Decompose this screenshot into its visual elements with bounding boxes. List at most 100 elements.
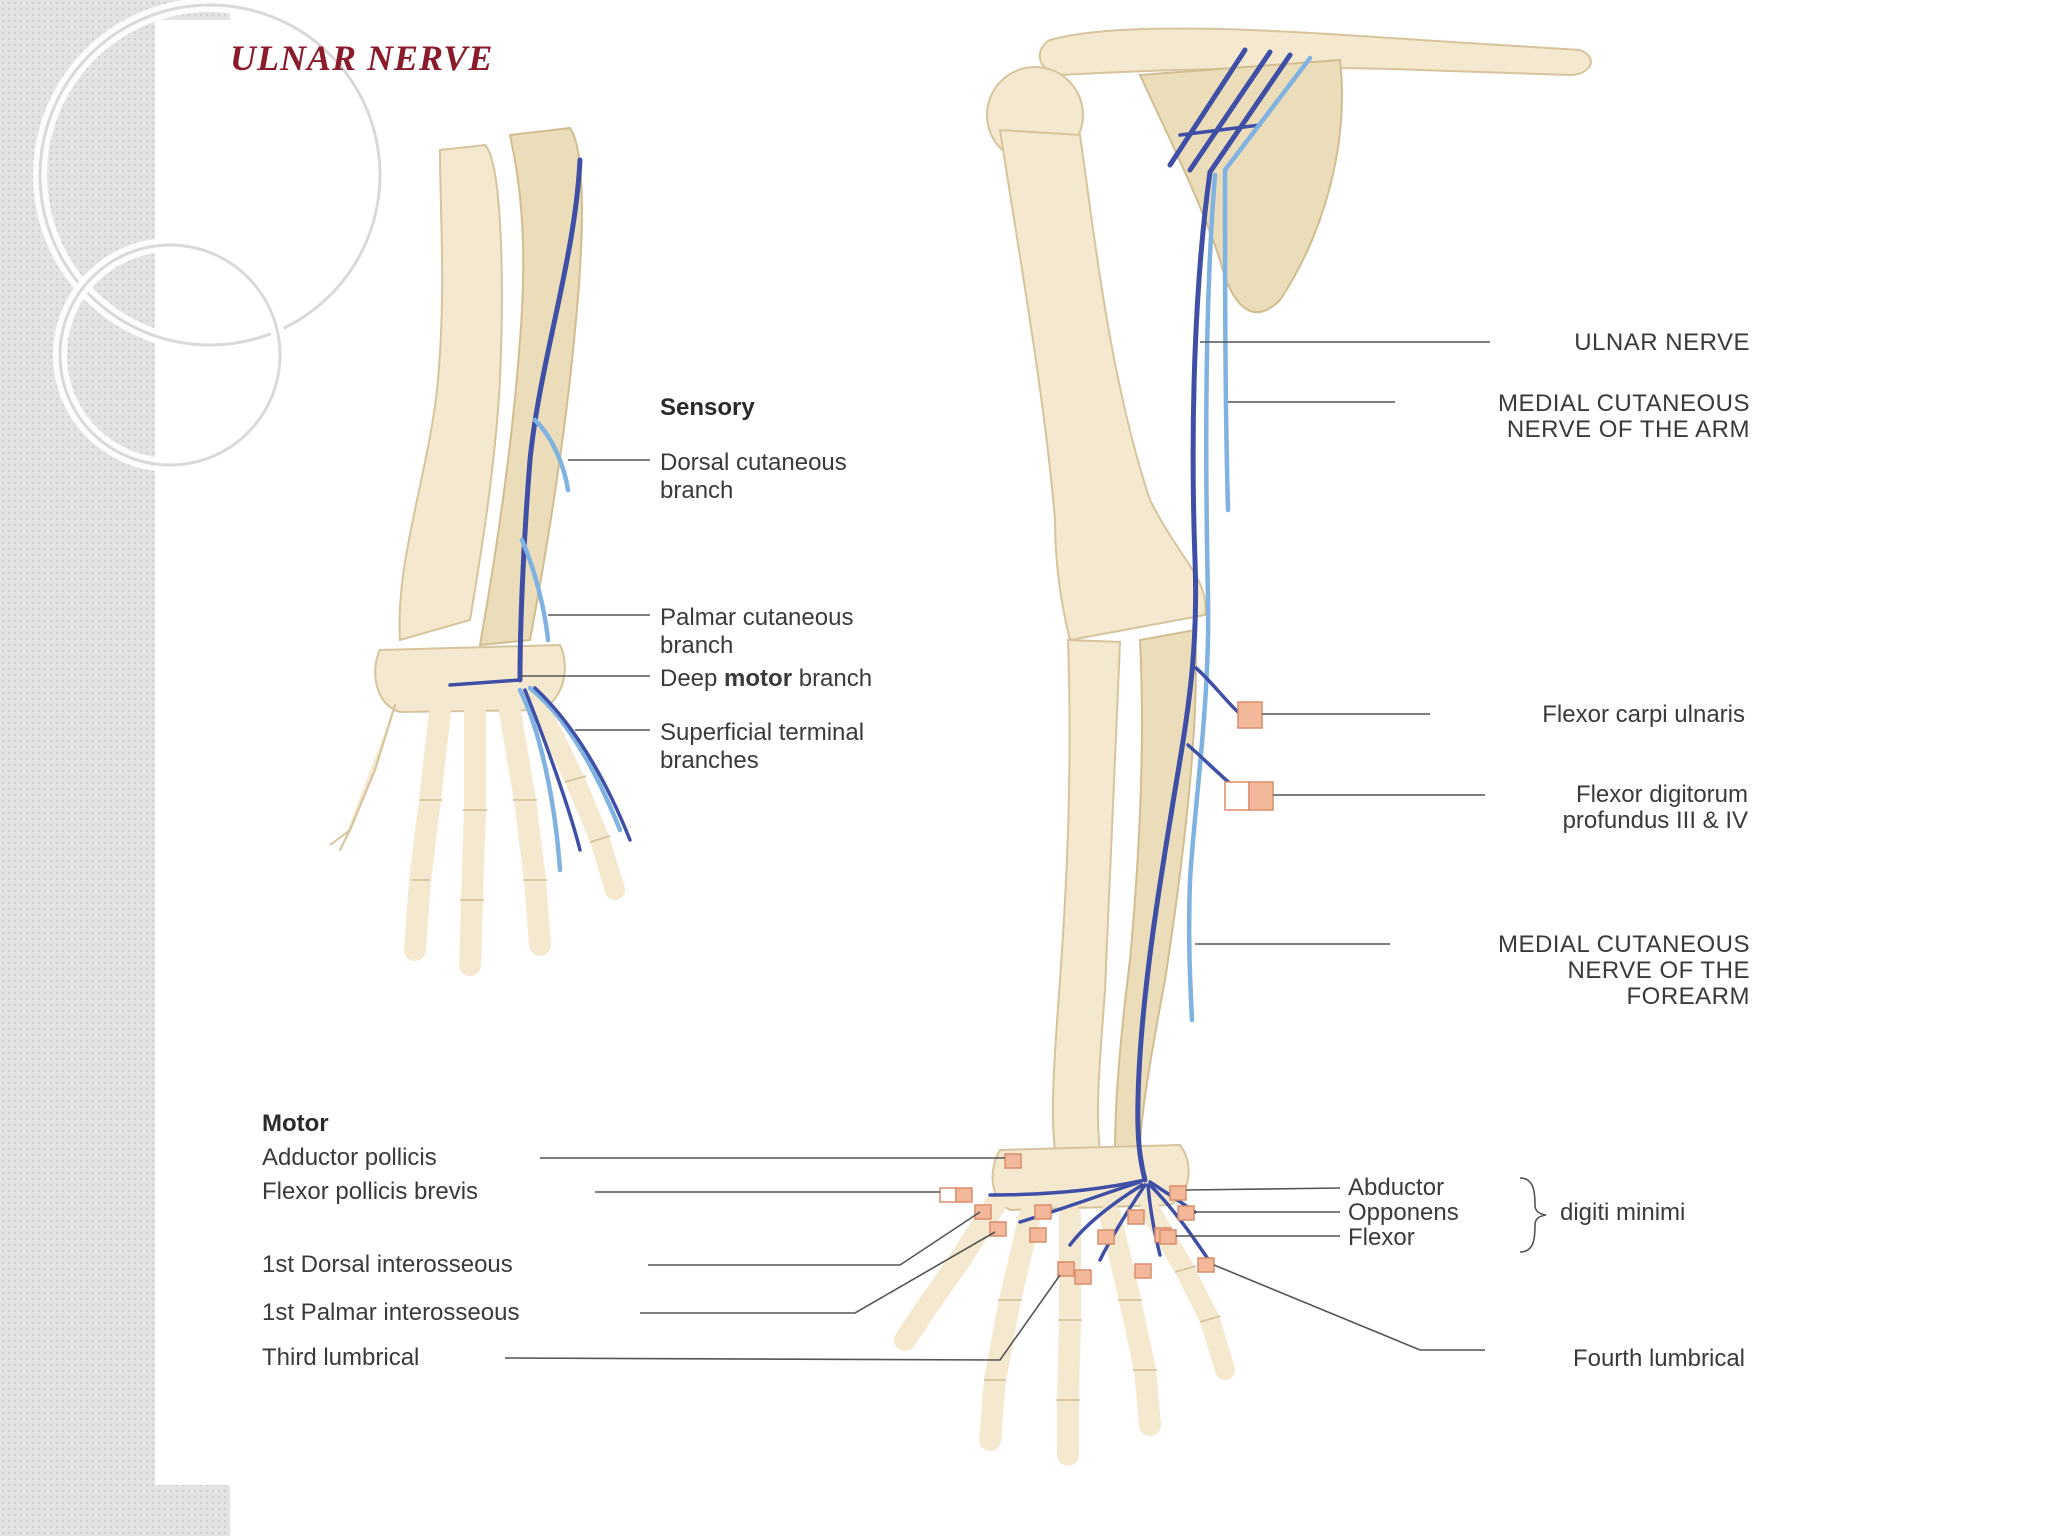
- right-ring-finger: [1099, 1204, 1161, 1436]
- label-1st-dorsal: 1st Dorsal interosseous: [262, 1251, 513, 1278]
- label-medial-arm-line2: NERVE OF THE ARM: [1507, 416, 1750, 443]
- right-index-finger: [979, 1204, 1041, 1451]
- right-radius-bone: [1051, 638, 1122, 1151]
- label-adductor-pollicis: Adductor pollicis: [262, 1144, 437, 1171]
- marker-adductor-pollicis: [1004, 1153, 1022, 1169]
- deep-bold: motor: [724, 665, 792, 692]
- hand-deep-branch: [988, 1178, 1147, 1197]
- plexus-cord-1: [1167, 47, 1248, 168]
- label-abductor: Abductor: [1348, 1174, 1444, 1201]
- plexus-cutaneous-cord: [1222, 55, 1313, 173]
- label-fdp-line2: profundus III & IV: [1563, 807, 1748, 834]
- left-superficial-branch-4: [533, 686, 632, 842]
- label-fpb: Flexor pollicis brevis: [262, 1178, 478, 1205]
- left-forearm-illustration: [329, 126, 632, 976]
- diagram-title: ULNAR NERVE: [230, 38, 493, 78]
- label-digiti-minimi: digiti minimi: [1560, 1199, 1685, 1226]
- left-middle-finger: [459, 701, 486, 976]
- left-ring-finger: [499, 701, 551, 956]
- hand-branch-b: [1068, 1183, 1144, 1247]
- label-fourth-lumbrical: Fourth lumbrical: [1573, 1345, 1745, 1372]
- right-ulna-bone: [1113, 628, 1197, 1151]
- marker-flexor-dm: [1159, 1229, 1177, 1245]
- label-medial-forearm-line3: FOREARM: [1627, 983, 1751, 1010]
- medial-cutaneous-nerve-arm: [1222, 167, 1231, 513]
- marker-hand-3: [1097, 1229, 1115, 1245]
- label-superficial-line2: branches: [660, 747, 759, 774]
- hand-branch-f: [1148, 1183, 1212, 1264]
- label-fdp-line1: Flexor digitorum: [1576, 781, 1748, 808]
- marker-fourth-lumbrical-a: [1134, 1263, 1152, 1279]
- label-dorsal-line2: branch: [660, 477, 733, 504]
- label-flexor: Flexor: [1348, 1224, 1415, 1251]
- label-palmar-line1: Palmar cutaneous: [660, 604, 853, 631]
- left-dorsal-cutaneous-branch: [532, 417, 571, 493]
- ulnar-nerve-trunk: [1135, 169, 1213, 1183]
- left-ulnar-nerve: [517, 157, 583, 683]
- scapula-bone: [1138, 58, 1343, 314]
- bottom-pattern-strip: [0, 1485, 230, 1536]
- leader-third-lumbrical: [504, 1274, 1061, 1361]
- marker-abductor-dm: [1169, 1185, 1187, 1201]
- sensory-heading: Sensory: [660, 394, 755, 421]
- plexus-branch: [1178, 123, 1262, 137]
- left-superficial-branch-1: [517, 687, 563, 873]
- label-third-lumbrical: Third lumbrical: [262, 1344, 419, 1371]
- marker-fpb-white: [939, 1187, 957, 1203]
- hand-branch-d: [1146, 1183, 1162, 1257]
- leader-fourth-lumbrical: [1213, 1264, 1485, 1351]
- label-opponens: Opponens: [1348, 1199, 1459, 1226]
- fcu-marker: [1237, 701, 1263, 729]
- leader-1st-palmar: [640, 1231, 996, 1314]
- right-thumb: [894, 1194, 1006, 1351]
- left-superficial-branch-3: [523, 688, 582, 852]
- left-superficial-branch-2: [527, 685, 623, 833]
- label-medial-forearm-line2: NERVE OF THE: [1568, 957, 1750, 984]
- label-medial-forearm-line1: MEDIAL CUTANEOUS: [1498, 931, 1750, 958]
- marker-fourth-lumbrical-b: [1197, 1257, 1215, 1273]
- plexus-cord-2: [1187, 49, 1273, 173]
- left-little-finger: [530, 698, 625, 900]
- right-middle-finger: [1057, 1204, 1081, 1466]
- plexus-cord-3: [1207, 52, 1293, 175]
- left-index-finger: [404, 701, 451, 961]
- label-1st-palmar: 1st Palmar interosseous: [262, 1299, 519, 1326]
- label-ulnar-nerve: ULNAR NERVE: [1574, 329, 1750, 356]
- label-superficial-line1: Superficial terminal: [660, 719, 864, 746]
- left-ulna-bone: [478, 126, 583, 647]
- marker-opponens-dm: [1177, 1205, 1195, 1221]
- marker-third-lumbrical-b: [1074, 1269, 1092, 1285]
- hand-branch-c: [1098, 1183, 1147, 1262]
- branch-to-fcu: [1194, 666, 1240, 714]
- left-thumb: [339, 704, 396, 851]
- label-dorsal-line1: Dorsal cutaneous: [660, 449, 847, 476]
- marker-1st-dorsal: [974, 1204, 992, 1220]
- label-medial-arm-line1: MEDIAL CUTANEOUS: [1498, 390, 1750, 417]
- left-deep-motor-branch: [448, 678, 522, 687]
- marker-hand-2: [1029, 1227, 1047, 1243]
- motor-heading: Motor: [262, 1110, 329, 1137]
- humerus-bone: [998, 128, 1207, 642]
- hand-branch-a: [1018, 1180, 1142, 1224]
- leader-1st-dorsal: [648, 1211, 981, 1266]
- deep-suffix: branch: [792, 665, 872, 692]
- hypothenar-brace: [1519, 1177, 1547, 1253]
- marker-third-lumbrical-a: [1057, 1261, 1075, 1277]
- medial-cutaneous-nerve-forearm: [1186, 172, 1218, 1023]
- label-deep-motor: Deep motor branch: [660, 665, 872, 692]
- left-radius-bone: [398, 143, 503, 642]
- deep-prefix: Deep: [660, 665, 724, 692]
- leader-abductor: [1185, 1187, 1341, 1191]
- marker-hand-4: [1127, 1209, 1145, 1225]
- fdp-marker: [1248, 781, 1274, 811]
- marker-fpb: [955, 1187, 973, 1203]
- deco-ring-large-outline: [38, 3, 382, 347]
- marker-hand-1: [1034, 1204, 1052, 1220]
- fdp-marker-white: [1224, 781, 1250, 811]
- deco-ring-small-outline: [58, 243, 282, 467]
- label-fcu: Flexor carpi ulnaris: [1542, 701, 1745, 728]
- label-palmar-line2: branch: [660, 632, 733, 659]
- right-arm-illustration: [894, 27, 1592, 1466]
